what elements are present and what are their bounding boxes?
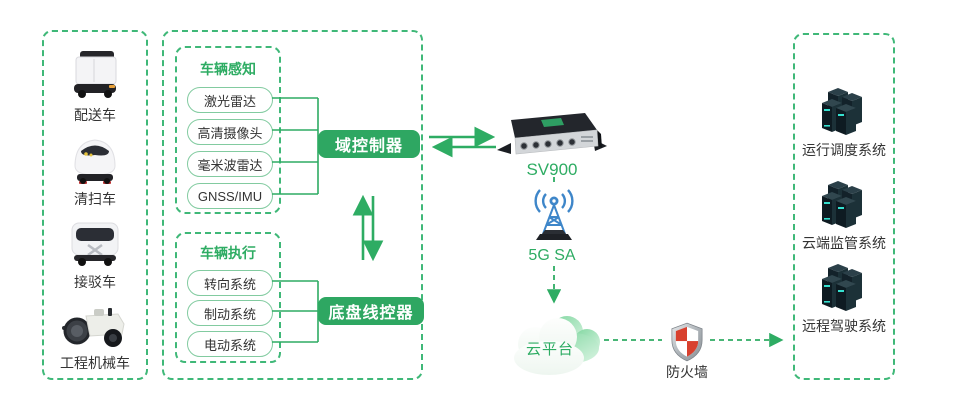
5g-sa-label: 5G SA <box>528 247 576 264</box>
vehicles-panel: 配送车 清扫车 <box>42 30 148 380</box>
domain-controller-box: 域控制器 <box>318 130 420 158</box>
server-cluster-icon <box>822 264 862 311</box>
vehicle-engineering: 工程机械车 <box>44 296 146 372</box>
road-roller-icon <box>62 308 125 347</box>
system-supervision: 云端监管系统 <box>795 178 893 252</box>
server-cluster-icon <box>822 88 862 135</box>
perception-item-gnss: GNSS/IMU <box>187 183 273 209</box>
delivery-robot-icon <box>74 51 117 98</box>
5g-antenna-icon <box>534 189 574 240</box>
firewall-shield-icon <box>671 322 703 362</box>
vehicle-control-panel <box>162 30 423 380</box>
firewall-label: 防火墙 <box>666 364 708 380</box>
vehicle-sweeper: 清扫车 <box>44 132 146 208</box>
cloud-platform-icon <box>514 316 600 375</box>
system-dispatch: 运行调度系统 <box>795 85 893 159</box>
execution-group: 车辆执行 转向系统 制动系统 电动系统 <box>175 232 281 363</box>
system-label: 远程驾驶系统 <box>802 318 886 334</box>
perception-item-radar: 毫米波雷达 <box>187 151 273 177</box>
perception-title: 车辆感知 <box>200 61 256 77</box>
chassis-controller-box: 底盘线控器 <box>318 297 424 325</box>
vehicle-label: 配送车 <box>74 107 116 123</box>
vehicle-label: 接驳车 <box>74 274 116 290</box>
cloud-systems-panel: 运行调度系统 <box>793 33 895 380</box>
execution-title: 车辆执行 <box>200 245 256 261</box>
shuttle-bus-icon <box>71 222 119 266</box>
vehicle-label: 清扫车 <box>74 191 116 207</box>
vehicle-label: 工程机械车 <box>60 355 130 371</box>
perception-item-camera: 高清摄像头 <box>187 119 273 145</box>
system-label: 运行调度系统 <box>802 142 886 158</box>
sv900-label: SV900 <box>526 160 578 179</box>
system-remote-driving: 远程驾驶系统 <box>795 261 893 335</box>
vehicle-delivery: 配送车 <box>44 48 146 124</box>
perception-item-lidar: 激光雷达 <box>187 87 273 113</box>
execution-item-electric: 电动系统 <box>187 331 273 357</box>
system-label: 云端监管系统 <box>802 235 886 251</box>
vehicle-shuttle: 接驳车 <box>44 215 146 291</box>
sv900-device-icon <box>497 113 607 155</box>
execution-item-braking: 制动系统 <box>187 300 273 326</box>
sweeper-pod-icon <box>74 139 116 184</box>
server-cluster-icon <box>822 181 862 228</box>
execution-item-steering: 转向系统 <box>187 270 273 296</box>
perception-group: 车辆感知 激光雷达 高清摄像头 毫米波雷达 GNSS/IMU <box>175 46 281 214</box>
cloud-platform-label: 云平台 <box>525 341 574 358</box>
